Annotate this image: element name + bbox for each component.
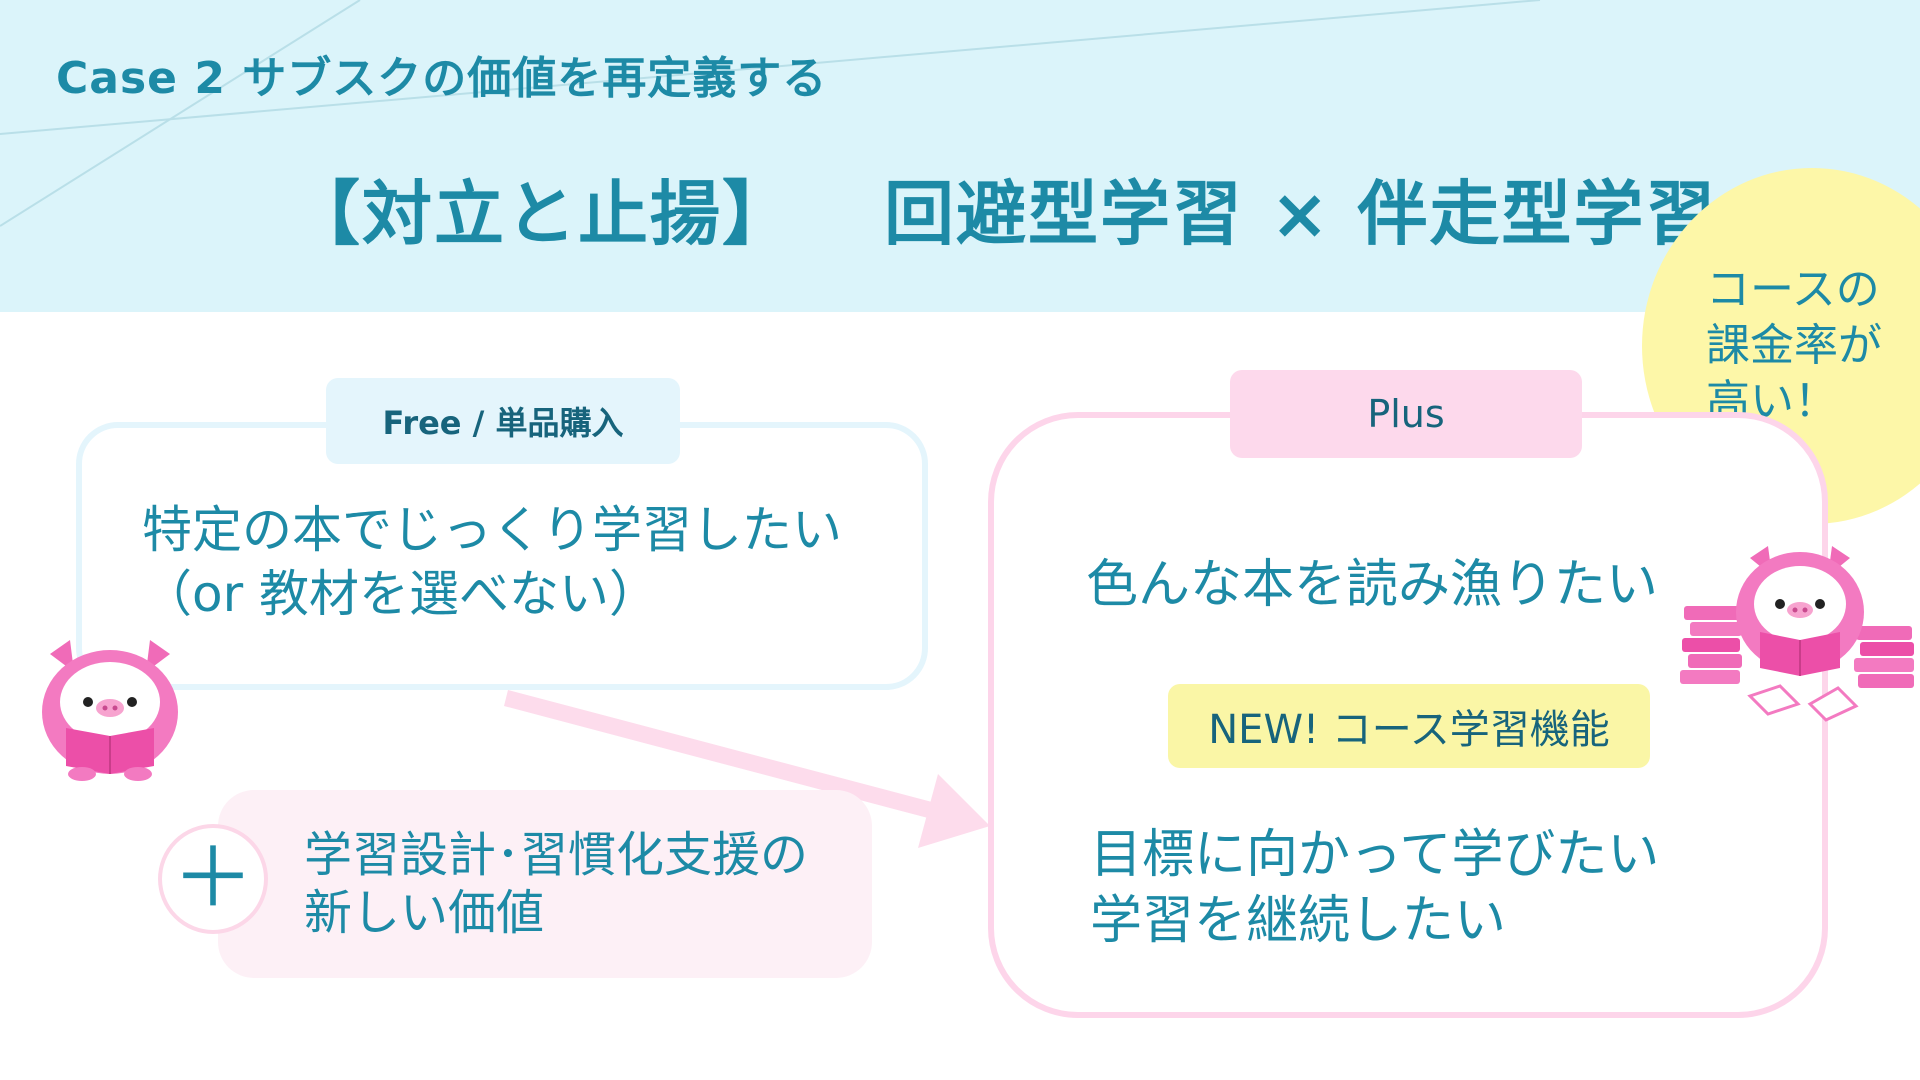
main-title-left: 【対立と止揚】 (290, 173, 794, 255)
plus-circle-icon: ＋ (158, 824, 268, 934)
new-value-text: 学習設計･習慣化支援の 新しい価値 (304, 826, 864, 942)
free-line: （or 教材を選べない） (142, 565, 660, 623)
plus-goal-line: 学習を継続したい (1090, 891, 1507, 951)
case-title: Case 2 サブスクの価値を再定義する (56, 53, 828, 104)
header-decoration-lines (0, 0, 1541, 227)
bubble-line: 課金率が (1706, 320, 1882, 371)
bubble-line: コースの (1706, 264, 1880, 315)
new-value-line: 学習設計･習慣化支援の (304, 827, 809, 883)
new-feature-tag: NEW! コース学習機能 (1168, 684, 1650, 768)
new-value-line: 新しい価値 (304, 885, 545, 941)
plus-tag: Plus (1230, 370, 1582, 458)
pig-with-books-icon (1680, 546, 1914, 722)
new-value-box (218, 790, 872, 978)
free-description: 特定の本でじっくり学習したい （or 教材を選べない） (142, 498, 922, 626)
plus-description: 色んな本を読み漁りたい (1086, 555, 1659, 615)
header-band: Case 2 サブスクの価値を再定義する 【対立と止揚】 回避型学習 × 伴走型学… (0, 0, 1920, 312)
free-line: 特定の本でじっくり学習したい (142, 501, 842, 559)
free-tag: Free / 単品購入 (326, 378, 680, 464)
main-title: 【対立と止揚】 回避型学習 × 伴走型学習 (290, 158, 1715, 259)
plus-goal-line: 目標に向かって学びたい (1090, 825, 1660, 885)
main-title-right: 回避型学習 × 伴走型学習 (884, 173, 1718, 255)
free-box (76, 422, 928, 690)
pig-reading-icon (42, 640, 178, 781)
plus-goal-text: 目標に向かって学びたい 学習を継続したい (1090, 822, 1770, 954)
